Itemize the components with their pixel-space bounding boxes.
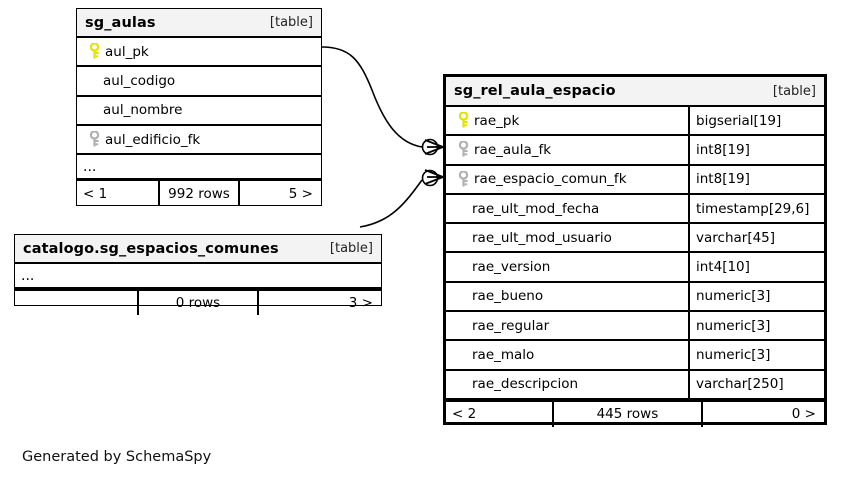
table-sg-aulas[interactable]: sg_aulas [table] aul_pk aul_codigo <box>76 8 322 207</box>
column-name: rae_espacio_comun_fk <box>474 171 627 188</box>
table-footer: < 2 445 rows 0 > <box>446 399 824 427</box>
column-type-cell: varchar[250] <box>688 370 824 398</box>
table-header: catalogo.sg_espacios_comunes [table] <box>15 235 381 264</box>
table-title: catalogo.sg_espacios_comunes <box>23 240 279 257</box>
table-row[interactable]: rae_pk bigserial[19] <box>446 107 824 137</box>
column-name-cell: rae_aula_fk <box>446 136 688 163</box>
footer-row-count: 0 rows <box>136 291 260 315</box>
foreign-key-icon <box>85 131 103 148</box>
column-type-cell: numeric[3] <box>688 282 824 311</box>
column-name-cell: rae_pk <box>446 107 688 134</box>
table-catalogo-sg-espacios-comunes[interactable]: catalogo.sg_espacios_comunes [table] ...… <box>14 234 382 315</box>
column-name-cell: rae_descripcion <box>446 371 688 398</box>
foreign-key-icon <box>454 170 472 188</box>
column-name: aul_codigo <box>103 72 176 89</box>
table-type-tag: [table] <box>269 15 313 30</box>
primary-key-icon <box>85 43 103 60</box>
footer-row-count: 445 rows <box>551 401 704 427</box>
footer-next-relations[interactable]: 0 > <box>791 406 816 423</box>
table-row[interactable]: rae_bueno numeric[3] <box>446 282 824 313</box>
relationship-sg-aulas-rae-aula-fk <box>321 46 444 156</box>
table-row[interactable]: aul_pk <box>77 38 321 68</box>
table-row[interactable]: rae_version int4[10] <box>446 253 824 283</box>
table-type-tag: [table] <box>772 83 816 99</box>
foreign-key-icon <box>454 141 472 158</box>
footer-row-count: 992 rows <box>158 181 240 207</box>
column-name-cell: rae_ult_mod_fecha <box>446 195 688 222</box>
column-name: rae_ult_mod_fecha <box>472 200 600 217</box>
table-row[interactable]: rae_aula_fk int8[19] <box>446 136 824 166</box>
column-type-cell: int4[10] <box>688 253 824 281</box>
column-name: aul_nombre <box>103 102 183 119</box>
column-name-cell: rae_regular <box>446 312 688 339</box>
primary-key-icon <box>454 112 472 129</box>
table-row[interactable]: rae_espacio_comun_fk int8[19] <box>446 165 824 195</box>
column-name: aul_edificio_fk <box>105 131 201 148</box>
column-name-cell: rae_malo <box>446 341 688 368</box>
table-row[interactable]: rae_malo numeric[3] <box>446 341 824 371</box>
table-sg-rel-aula-espacio[interactable]: sg_rel_aula_espacio [table] rae_pk bigse… <box>443 74 827 427</box>
column-name-cell: aul_nombre <box>77 97 321 124</box>
more-columns-indicator: ... <box>15 264 381 289</box>
table-row[interactable]: aul_edificio_fk <box>77 126 321 156</box>
table-row[interactable]: aul_codigo <box>77 67 321 97</box>
footer-prev-relations[interactable]: < 1 <box>83 185 108 202</box>
column-name: rae_bueno <box>472 288 544 305</box>
table-footer: 0 rows 3 > <box>15 289 381 315</box>
column-type-cell: varchar[45] <box>688 224 824 252</box>
table-title: sg_aulas <box>85 14 156 31</box>
footer-next-relations[interactable]: 5 > <box>288 185 313 202</box>
column-name-cell: aul_edificio_fk <box>77 126 321 153</box>
column-name: rae_version <box>472 259 551 276</box>
column-name-cell: rae_bueno <box>446 283 688 310</box>
column-type-cell: numeric[3] <box>688 312 824 340</box>
column-type-cell: int8[19] <box>688 165 824 193</box>
column-name: rae_descripcion <box>472 376 579 393</box>
column-name-cell: aul_pk <box>77 38 321 65</box>
column-type-cell: timestamp[29,6] <box>688 194 824 223</box>
footer-next-relations[interactable]: 3 > <box>348 295 373 311</box>
column-name: rae_aula_fk <box>474 141 552 158</box>
generated-by-caption: Generated by SchemaSpy <box>22 449 212 465</box>
table-header: sg_aulas [table] <box>77 9 321 38</box>
column-name: rae_regular <box>472 317 550 334</box>
column-name-cell: rae_espacio_comun_fk <box>446 166 688 193</box>
column-name-cell: rae_ult_mod_usuario <box>446 224 688 251</box>
footer-prev-relations[interactable] <box>15 291 137 315</box>
table-row[interactable]: rae_regular numeric[3] <box>446 312 824 342</box>
table-title: sg_rel_aula_espacio <box>454 83 616 99</box>
table-type-tag: [table] <box>329 241 373 256</box>
column-name: rae_malo <box>472 347 535 364</box>
table-header: sg_rel_aula_espacio [table] <box>446 77 824 107</box>
more-columns-indicator: ... <box>77 155 321 181</box>
column-name: rae_pk <box>474 112 520 129</box>
footer-prev-relations[interactable]: < 2 <box>452 406 477 423</box>
column-name: rae_ult_mod_usuario <box>472 229 612 246</box>
table-row[interactable]: aul_nombre <box>77 97 321 126</box>
column-type-cell: bigserial[19] <box>688 107 824 135</box>
column-name-cell: rae_version <box>446 253 688 280</box>
column-type-cell: numeric[3] <box>688 341 824 369</box>
table-row[interactable]: rae_ult_mod_fecha timestamp[29,6] <box>446 194 824 225</box>
table-row[interactable]: rae_ult_mod_usuario varchar[45] <box>446 224 824 254</box>
table-row[interactable]: rae_descripcion varchar[250] <box>446 370 824 400</box>
table-footer: < 1 992 rows 5 > <box>77 180 321 207</box>
relationship-catalogo-rae-espacio-comun-fk <box>359 169 444 228</box>
column-name-cell: aul_codigo <box>77 67 321 94</box>
column-name: aul_pk <box>105 43 149 60</box>
column-type-cell: int8[19] <box>688 136 824 164</box>
